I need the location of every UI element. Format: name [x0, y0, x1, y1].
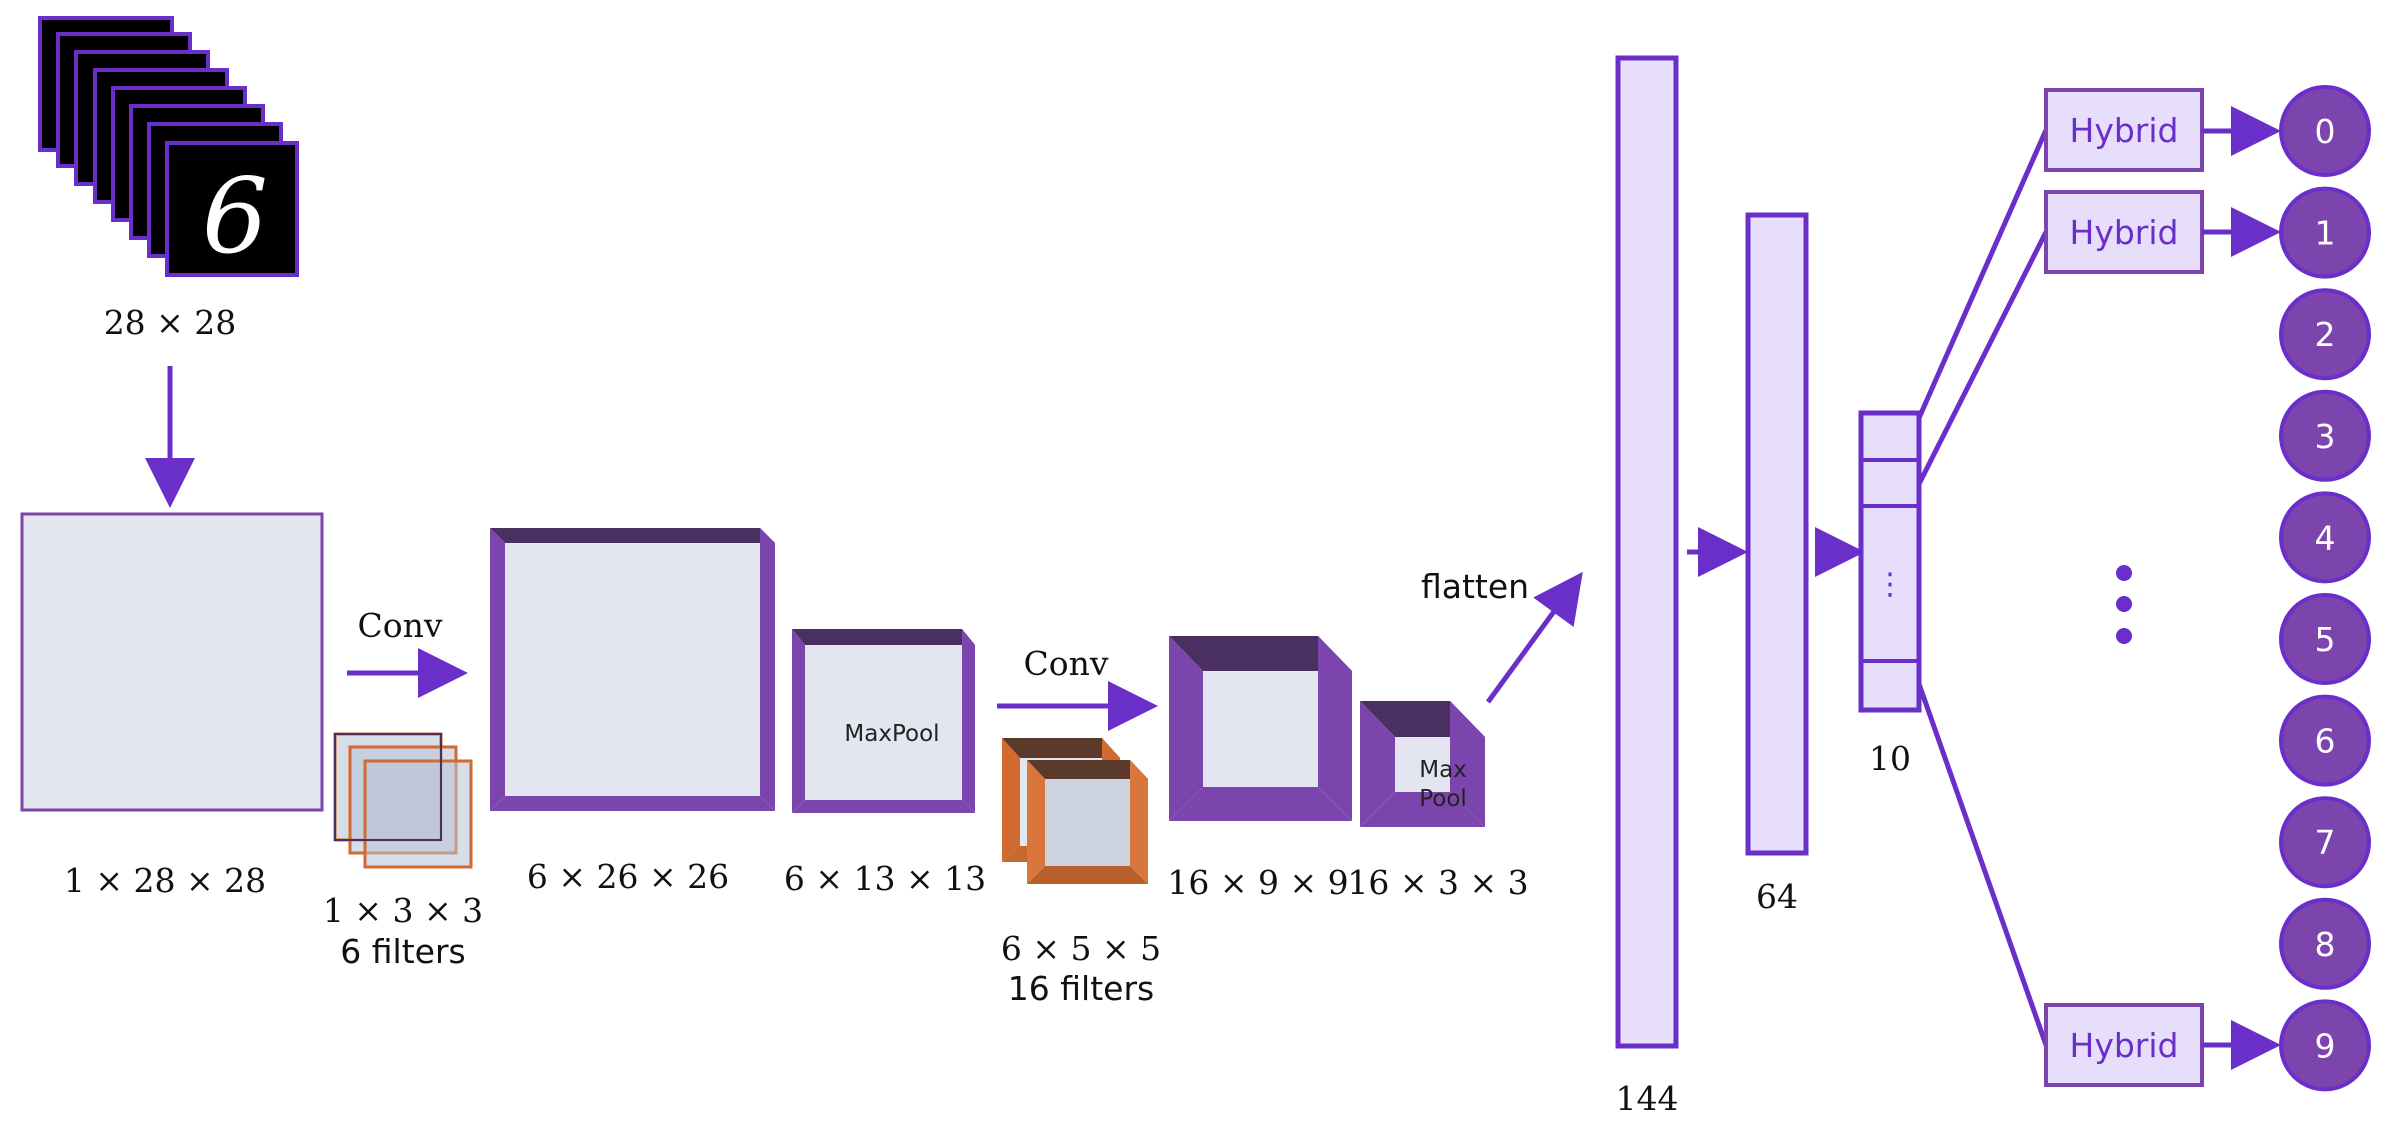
flatten-label: flatten [1421, 567, 1529, 606]
output-node-circle [2279, 796, 2371, 889]
feature-map-1 [490, 528, 775, 811]
hybrid-node-9-label: Hybrid [2070, 1026, 2179, 1065]
output-node-8: 8 [2279, 897, 2371, 990]
hybrid-node-0: Hybrid [2044, 88, 2204, 172]
feature-map-1-label: 6 × 26 × 26 [527, 857, 729, 896]
output-node-7: 7 [2279, 796, 2371, 889]
hybrid-node-1: Hybrid [2044, 190, 2204, 274]
input-map-label: 1 × 28 × 28 [64, 861, 266, 900]
output-node-circle [2279, 593, 2371, 685]
output-node-label: 3 [2315, 417, 2336, 456]
output-node-circle [2279, 999, 2371, 1092]
output-node-circle [2279, 897, 2371, 990]
hybrid-node-9: Hybrid [2044, 1003, 2204, 1087]
hybrid-node-1-label: Hybrid [2070, 213, 2179, 252]
fc-layer-10-ellipsis: ⋮ [1875, 567, 1905, 602]
pool-1-label: 6 × 13 × 13 [784, 859, 986, 898]
output-node-label: 8 [2315, 925, 2336, 964]
conv2-filters [1002, 738, 1148, 884]
fc-layer-10-label: 10 [1869, 739, 1911, 778]
output-node-circle [2279, 389, 2371, 482]
output-node-label: 5 [2315, 620, 2336, 659]
input-image-stack: 6 [38, 16, 299, 277]
fc-layer-144-label: 144 [1616, 1079, 1679, 1118]
conv2-filters-label: 16 filters [1008, 969, 1154, 1008]
input-size-label: 28 × 28 [104, 303, 237, 342]
conv2-kernel-label: 6 × 5 × 5 [1001, 929, 1161, 968]
pool-2-op-line2: Pool [1419, 786, 1467, 812]
output-node-1: 1 [2279, 186, 2371, 279]
hybrid-ellipsis-dots [2116, 565, 2132, 644]
output-node-label: 4 [2315, 518, 2336, 557]
input-feature-map [20, 512, 324, 812]
fc-layer-64-label: 64 [1756, 877, 1798, 916]
output-node-2: 2 [2279, 288, 2371, 381]
output-node-label: 9 [2315, 1026, 2336, 1065]
output-node-circle [2279, 694, 2371, 787]
output-nodes: 0 1 2 3 4 5 6 7 8 9 [2279, 85, 2371, 1092]
fc10-to-hybrid-9-line [1916, 683, 2049, 1046]
flatten-arrow [1485, 571, 1583, 704]
output-node-circle [2279, 491, 2371, 584]
output-node-label: 6 [2315, 722, 2336, 761]
pool-1 [792, 629, 975, 813]
fc-layer-64 [1745, 212, 1809, 856]
conv1-label: Conv [357, 606, 442, 645]
output-node-4: 4 [2279, 491, 2371, 584]
output-node-3: 3 [2279, 389, 2371, 482]
fc-layer-144 [1615, 55, 1679, 1049]
output-node-circle [2279, 288, 2371, 381]
pool-2 [1360, 701, 1485, 827]
feature-map-2 [1169, 636, 1352, 821]
conv2-label: Conv [1023, 644, 1108, 683]
output-node-6: 6 [2279, 694, 2371, 787]
output-node-circle [2279, 85, 2371, 177]
conv1-kernel-label: 1 × 3 × 3 [323, 891, 483, 930]
output-node-0: 0 [2279, 85, 2371, 177]
conv1-filters [333, 732, 473, 869]
input-digit-six: 6 [202, 155, 268, 277]
fc10-to-hybrid-0-line [1916, 128, 2049, 420]
feature-map-2-label: 16 × 9 × 9 [1167, 863, 1348, 902]
output-node-9: 9 [2279, 999, 2371, 1092]
hybrid-node-0-label: Hybrid [2070, 111, 2179, 150]
fc10-to-hybrid-1-line [1916, 230, 2049, 486]
output-node-circle [2279, 186, 2371, 279]
conv1-filters-label: 6 filters [340, 932, 465, 971]
output-node-label: 1 [2315, 214, 2336, 253]
output-node-label: 2 [2315, 315, 2336, 354]
output-node-label: 7 [2315, 823, 2336, 862]
fc-layer-10 [1858, 410, 1922, 713]
pool-2-label: 16 × 3 × 3 [1347, 863, 1528, 902]
output-node-5: 5 [2279, 593, 2371, 685]
pool-2-op-line1: Max [1419, 757, 1467, 783]
pool-1-op-label: MaxPool [844, 721, 939, 747]
output-node-label: 0 [2315, 112, 2336, 151]
